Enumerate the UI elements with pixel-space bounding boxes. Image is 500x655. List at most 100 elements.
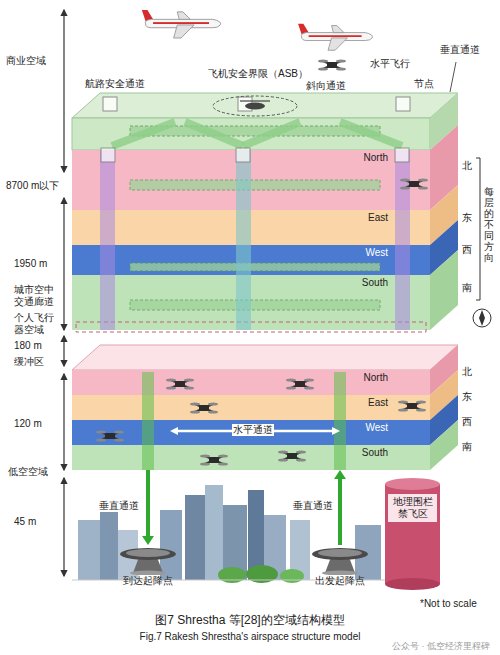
dimension-lines [63, 198, 64, 330]
direction-bracket [476, 158, 480, 300]
city-skyline [160, 510, 182, 580]
urban-air-corridor-block [72, 62, 458, 332]
vertiport-pad [120, 548, 176, 560]
urban-air-corridor-block [185, 122, 243, 146]
direction-bracket [473, 309, 491, 327]
vertiport-pad [126, 549, 170, 557]
urban-air-corridor-block [396, 97, 410, 111]
vertical-channel-arrow [334, 470, 346, 545]
geofence-cylinder [385, 578, 440, 590]
annotation-label: 航路安全通道 [85, 78, 145, 90]
annotation-label: 节点 [414, 78, 434, 90]
low-altitude-block [334, 372, 346, 470]
annotation-label: 1950 m [14, 258, 47, 270]
low-altitude-block [72, 420, 430, 445]
urban-air-corridor-block [130, 180, 380, 190]
annotation-label: 水平通道 [232, 424, 274, 436]
urban-air-corridor-block [395, 150, 410, 330]
figure-caption: 图7 Shrestha 等[28]的空域结构模型 [0, 613, 500, 627]
aircraft [142, 10, 373, 71]
low-altitude-block [72, 345, 458, 370]
annotation-label: 斜向通道 [306, 80, 346, 92]
geofence-zone: 地理围栏禁飞区 [385, 478, 440, 590]
annotation-label: 城市空中交通廊道 [14, 284, 56, 308]
layer-band: South [72, 445, 430, 470]
low-altitude-block [190, 402, 218, 413]
urban-air-corridor-block [103, 97, 117, 111]
band-label: South [362, 277, 388, 289]
urban-air-corridor-block [243, 122, 300, 146]
vertiport-label: 出发起降点 [305, 575, 375, 587]
low-altitude-block [278, 450, 306, 461]
urban-air-corridor-block [130, 263, 380, 271]
layer-band: South [72, 275, 430, 330]
low-altitude-block [72, 395, 430, 420]
aircraft [142, 10, 221, 38]
vertiport-label: 到达起降点 [113, 575, 183, 587]
low-altitude-block [200, 454, 228, 465]
vertiport-pad [113, 545, 183, 575]
annotation-label: 东 [462, 391, 472, 403]
annotation-label: 45 m [14, 516, 36, 528]
direction-bracket [479, 310, 485, 326]
layer-band: North [72, 150, 430, 210]
urban-air-corridor-block [240, 100, 270, 101]
low-altitude-block [72, 370, 430, 395]
low-altitude-block [142, 372, 154, 470]
urban-air-corridor-block [430, 250, 458, 330]
annotation-label: 商业空域 [6, 55, 46, 67]
layer-band: East [72, 395, 430, 420]
vertiport-pad [312, 548, 368, 560]
band-label: North [364, 372, 388, 384]
annotation-label: 西 [462, 416, 472, 428]
annotation-label: 南 [462, 441, 472, 453]
annotation-label: 低空空域 [8, 466, 50, 478]
annotation-label: 西 [462, 244, 472, 256]
vertiport: 到达起降点 [113, 545, 183, 591]
urban-air-corridor-block [340, 122, 402, 146]
vertiport-pad [318, 549, 362, 557]
low-altitude-block [72, 445, 430, 470]
low-altitude-block [430, 420, 458, 470]
vertiport-pad [322, 571, 358, 576]
low-altitude-block [398, 400, 426, 411]
urban-air-corridor-block [112, 122, 175, 146]
dimension-lines [63, 10, 64, 576]
aircraft [318, 59, 346, 70]
annotation-label: 缓冲区 [14, 356, 44, 368]
arrow-head [334, 470, 346, 479]
annotation-label: 垂直通道 [98, 500, 140, 512]
urban-air-corridor-block [245, 103, 265, 110]
low-altitude-block [170, 427, 178, 435]
band-label: East [368, 397, 388, 409]
annotation-label: 每层的不同方向 [484, 186, 494, 263]
annotation-label: 垂直通道 [292, 500, 334, 512]
band-label: East [368, 212, 388, 224]
urban-air-corridor-block [395, 148, 409, 162]
annotation-label: 南 [462, 282, 472, 294]
urban-air-corridor-block [130, 300, 380, 310]
dimension-lines [63, 374, 64, 470]
annotation-label: 水平飞行 [370, 58, 410, 70]
annotation-label: 垂直通道 [440, 44, 480, 56]
dimension-lines [63, 10, 64, 172]
channel-line [338, 479, 342, 545]
city-skyline [78, 520, 100, 580]
city-skyline [100, 500, 118, 580]
vertiport: 出发起降点 [305, 545, 375, 591]
annotation-label: 120 m [14, 418, 42, 430]
dimension-lines [63, 478, 64, 576]
city-skyline [205, 485, 223, 580]
layer-band: North [72, 370, 430, 395]
urban-air-corridor-block [101, 148, 115, 162]
band-label: North [364, 152, 388, 164]
low-altitude-block [166, 378, 194, 389]
vertiport-pad [130, 571, 166, 576]
layer-band: West [72, 245, 430, 275]
layer-band: East [72, 210, 430, 245]
vertiport-pad [305, 545, 375, 575]
annotation-label: *Not to scale [420, 598, 477, 610]
vertical-channel-arrow [142, 470, 154, 545]
urban-air-corridor-block [72, 93, 458, 118]
